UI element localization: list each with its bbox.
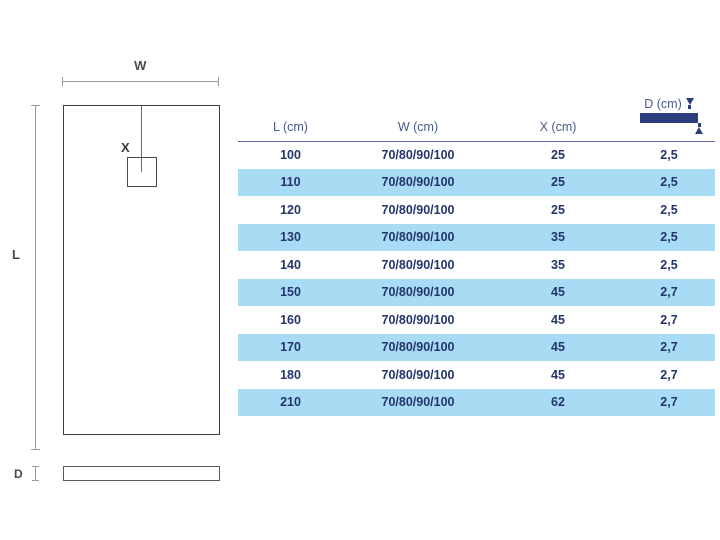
cell-depth: 2,7 <box>660 395 678 410</box>
column-header-depth: D (cm) <box>623 85 715 141</box>
cell-depth: 2,5 <box>660 175 678 190</box>
table-row: 170 70/80/90/100 45 2,7 <box>238 333 715 361</box>
x-dimension-label: X <box>121 140 130 155</box>
column-header-length: L (cm) <box>273 119 308 134</box>
table-row: 150 70/80/90/100 45 2,7 <box>238 278 715 306</box>
cell-width: 70/80/90/100 <box>381 340 455 355</box>
tray-side-profile-outline <box>63 466 220 481</box>
depth-header-top-row: D (cm) <box>623 97 715 111</box>
table-row: 210 70/80/90/100 62 2,7 <box>238 388 715 416</box>
specification-table-panel: L (cm) W (cm) X (cm) D (cm) <box>238 85 715 416</box>
cell-length: 180 <box>280 367 301 382</box>
cell-width: 70/80/90/100 <box>381 202 455 217</box>
d-dimension-tick <box>32 466 39 481</box>
cell-drain-offset: 25 <box>551 175 565 190</box>
depth-header-bottom-row <box>623 122 715 134</box>
cell-drain-offset: 45 <box>551 312 565 327</box>
cell-width: 70/80/90/100 <box>381 395 455 410</box>
table-row: 180 70/80/90/100 45 2,7 <box>238 361 715 389</box>
cell-width: 70/80/90/100 <box>381 148 455 162</box>
cell-depth: 2,7 <box>660 340 678 355</box>
cell-depth: 2,5 <box>660 230 678 245</box>
cell-depth: 2,7 <box>660 312 678 327</box>
cell-depth: 2,7 <box>660 367 678 382</box>
cell-length: 150 <box>280 285 301 300</box>
table-body: 100 70/80/90/100 25 2,5 110 70/80/90/100… <box>238 141 715 416</box>
cell-depth: 2,5 <box>660 257 678 272</box>
cell-drain-offset: 45 <box>551 285 565 300</box>
table-row: 120 70/80/90/100 25 2,5 <box>238 196 715 224</box>
table-header-row: L (cm) W (cm) X (cm) D (cm) <box>238 85 715 141</box>
thickness-bar-icon <box>640 112 698 123</box>
cell-drain-offset: 62 <box>551 395 565 410</box>
cell-length: 100 <box>280 148 301 162</box>
table-header: L (cm) W (cm) X (cm) D (cm) <box>238 85 715 141</box>
table-row: 100 70/80/90/100 25 2,5 <box>238 141 715 169</box>
cell-width: 70/80/90/100 <box>381 175 455 190</box>
table-row: 130 70/80/90/100 35 2,5 <box>238 223 715 251</box>
w-dimension-label: W <box>134 58 147 73</box>
cell-depth: 2,5 <box>660 202 678 217</box>
table-row: 140 70/80/90/100 35 2,5 <box>238 251 715 279</box>
cell-length: 120 <box>280 202 301 217</box>
arrow-up-icon <box>695 122 703 134</box>
cell-length: 130 <box>280 230 301 245</box>
cell-drain-offset: 25 <box>551 148 565 162</box>
table-row: 110 70/80/90/100 25 2,5 <box>238 168 715 196</box>
cell-length: 160 <box>280 312 301 327</box>
d-dimension-label: D <box>14 467 24 481</box>
cell-length: 170 <box>280 340 301 355</box>
cell-drain-offset: 35 <box>551 230 565 245</box>
drain-square-icon <box>127 157 157 187</box>
cell-drain-offset: 45 <box>551 367 565 382</box>
cell-length: 110 <box>280 175 301 190</box>
specification-table: L (cm) W (cm) X (cm) D (cm) <box>238 85 715 416</box>
cell-depth: 2,5 <box>660 148 678 162</box>
cell-width: 70/80/90/100 <box>381 285 455 300</box>
technical-drawing: W L X D <box>0 0 240 540</box>
cell-width: 70/80/90/100 <box>381 367 455 382</box>
cell-width: 70/80/90/100 <box>381 230 455 245</box>
cell-width: 70/80/90/100 <box>381 257 455 272</box>
l-dimension-line <box>31 105 40 450</box>
cell-length: 140 <box>280 257 301 272</box>
x-leader-line <box>141 106 143 172</box>
cell-depth: 2,7 <box>660 285 678 300</box>
column-header-drain-offset: X (cm) <box>539 119 577 134</box>
table-row: 160 70/80/90/100 45 2,7 <box>238 306 715 334</box>
cell-drain-offset: 45 <box>551 340 565 355</box>
arrow-down-icon <box>685 98 694 109</box>
depth-header-label: D (cm) <box>644 96 682 111</box>
column-header-width: W (cm) <box>397 119 439 134</box>
cell-drain-offset: 25 <box>551 202 565 217</box>
w-dimension-line <box>62 77 219 86</box>
cell-drain-offset: 35 <box>551 257 565 272</box>
cell-length: 210 <box>280 395 301 410</box>
cell-width: 70/80/90/100 <box>381 312 455 327</box>
l-dimension-label: L <box>12 247 20 262</box>
